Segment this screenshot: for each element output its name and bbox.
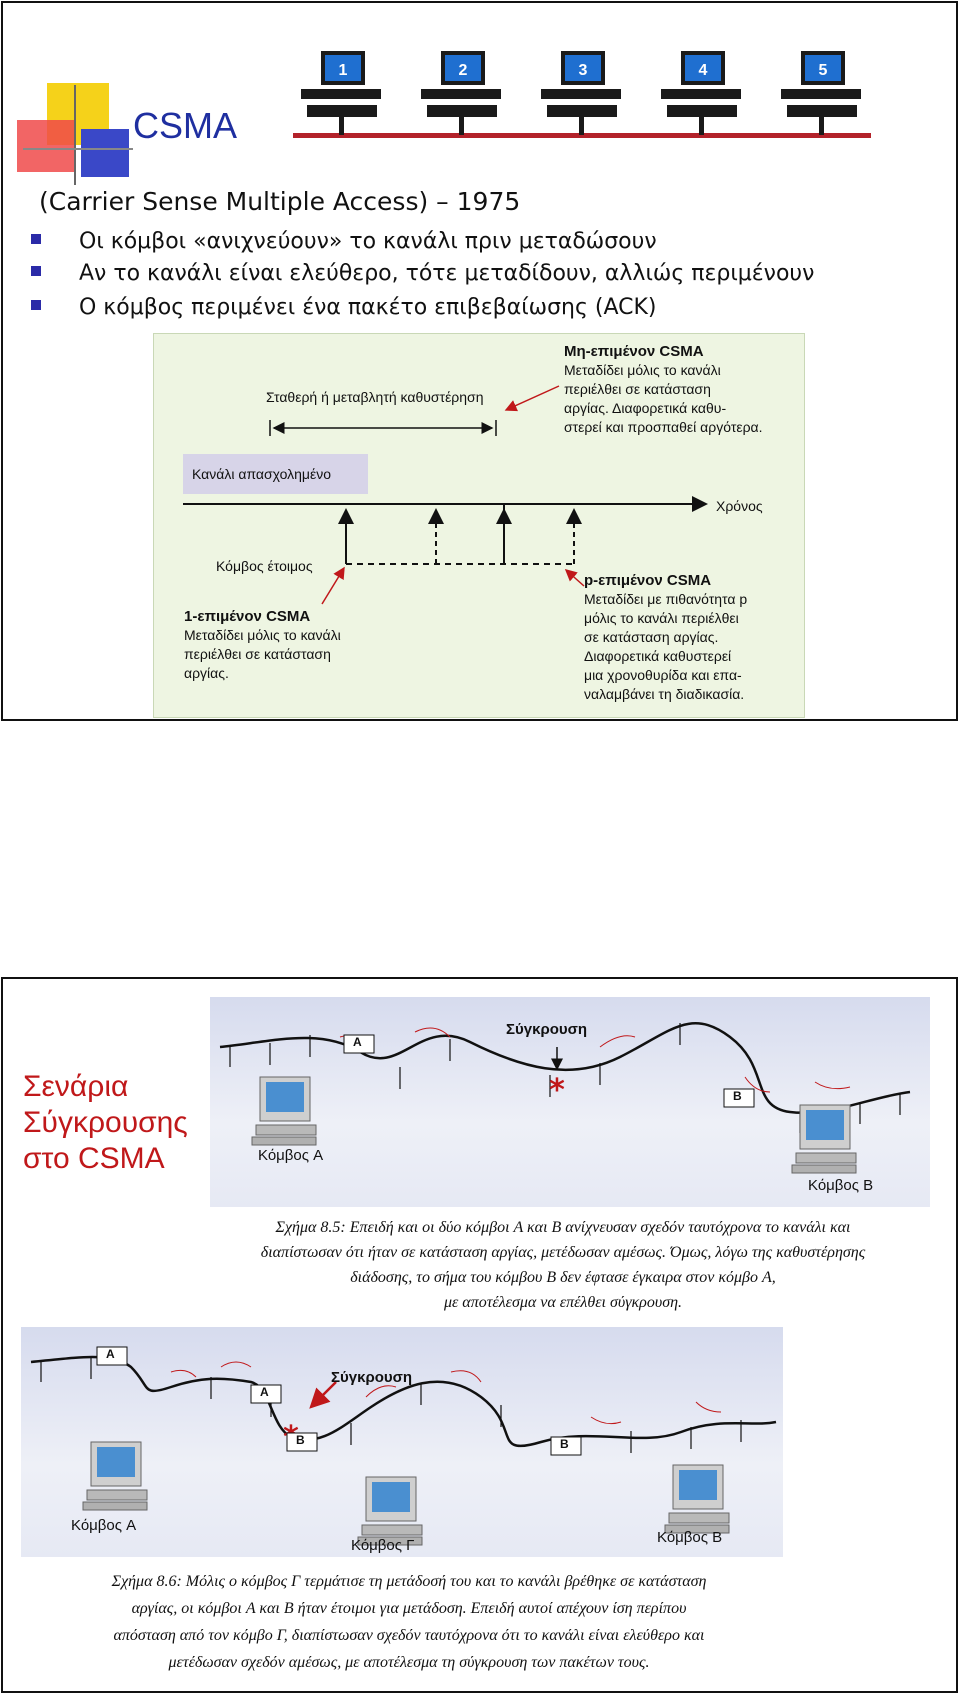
csma-diagram: Κανάλι απασχολημένο Σταθερή ή μεταβλητή … (153, 333, 805, 718)
caption-line: με αποτέλεσμα να επέλθει σύγκρουση. (443, 1294, 683, 1311)
bullet-square-icon (31, 234, 41, 244)
delay-label: Σταθερή ή μεταβλητή καθυστέρηση (266, 389, 484, 405)
figure-8-5-caption: Σχήμα 8.5: Επειδή και οι δύο κόμβοι A κα… (187, 1215, 939, 1319)
ppersistent-line-4: Διαφορετικά καθυστερεί (584, 648, 732, 664)
ppersistent-line-6: ναλαμβάνει τη διαδικασία. (584, 686, 745, 702)
computer-icon (357, 1476, 423, 1546)
computer-label-2: 2 (459, 62, 468, 79)
ppersistent-arrow (564, 569, 585, 587)
computer-4: 4 (661, 51, 741, 135)
node-b-label: Κόμβος B (657, 1529, 723, 1546)
figure-8-6-caption: Σχήμα 8.6: Μόλις ο κόμβος Γ τερμάτισε τη… (9, 1569, 809, 1681)
scenario-line-3: στο CSMA (23, 1142, 165, 1175)
packet-a1-label: A (106, 1347, 115, 1361)
caption-line: Σχήμα 8.5: Επειδή και οι δύο κόμβοι A κα… (275, 1219, 851, 1236)
scenario-line-2: Σύγκρουσης (23, 1106, 188, 1139)
computer-label-5: 5 (819, 62, 828, 79)
bullet-text: Αν το κανάλι είναι ελεύθερο, τότε μεταδί… (79, 261, 815, 286)
computer-2: 2 (421, 51, 501, 135)
caption-line: Σχήμα 8.6: Μόλις ο κόμβος Γ τερμάτισε τη… (111, 1573, 707, 1590)
packet-a2-label: A (260, 1385, 269, 1399)
onepersistent-line-1: Μεταδίδει μόλις το κανάλι (184, 627, 341, 643)
packet-b-label: B (733, 1089, 742, 1103)
ppersistent-line-5: μια χρονοθυρίδα και επα- (584, 667, 742, 683)
ppersistent-title: p-επιμένον CSMA (584, 572, 712, 589)
computer-icon (664, 1464, 730, 1534)
computer-label-1: 1 (339, 62, 348, 79)
nonpersistent-line-2: περιέλθει σε κατάσταση (564, 381, 711, 397)
nonpersistent-line-1: Μεταδίδει μόλις το κανάλι (564, 362, 721, 378)
packet-b1-label: B (296, 1433, 305, 1447)
onepersistent-title: 1-επιμένον CSMA (184, 608, 311, 625)
caption-line: μετέδωσαν σχεδόν αμέσως, με αποτέλεσμα τ… (168, 1654, 650, 1671)
computer-5: 5 (781, 51, 861, 135)
nonpersistent-line-3: αργίας. Διαφορετικά καθυ- (564, 400, 727, 416)
bullet-square-icon (31, 300, 41, 310)
busy-channel-box (183, 454, 368, 494)
caption-line: αργίας, οι κόμβοι A και B ήταν έτοιμοι γ… (131, 1600, 687, 1617)
decor-blue-square (81, 129, 129, 177)
figure-8-5-graphic: * (219, 1022, 911, 1174)
computer-3: 3 (541, 51, 621, 135)
decor-red-square (17, 120, 75, 172)
computer-label-3: 3 (579, 62, 588, 79)
page-title: CSMA (133, 105, 238, 146)
bullet-text: Οι κόμβοι «ανιχνεύουν» το κανάλι πριν με… (79, 229, 657, 254)
node-b-label: Κόμβος B (808, 1177, 874, 1194)
collision-star-icon: * (549, 1073, 565, 1108)
bullet-square-icon (31, 266, 41, 276)
ppersistent-line-1: Μεταδίδει με πιθανότητα p (584, 591, 748, 607)
decor-hline (23, 148, 133, 150)
slide-csma: CSMA 1 2 3 (1, 1, 958, 721)
subtitle: (Carrier Sense Multiple Access) – 1975 (39, 187, 521, 216)
packet-b2-label: B (560, 1437, 569, 1451)
node-g-label: Κόμβος Γ (351, 1537, 415, 1554)
time-label: Χρόνος (716, 498, 763, 514)
bullet-text: Ο κόμβος περιμένει ένα πακέτο επιβεβαίωσ… (79, 295, 657, 320)
caption-line: διαπίστωσαν ότι ήταν σε κατάσταση αργίας… (260, 1244, 866, 1261)
scenario-heading: Σενάρια Σύγκρουσης στο CSMA (23, 1069, 188, 1177)
timing-graphics (183, 385, 708, 605)
nonpersistent-line-4: στερεί και προσπαθεί αργότερα. (564, 419, 763, 435)
caption-line: απόσταση από τον κόμβο Γ, διαπίστωσαν σχ… (113, 1627, 705, 1644)
decor-vline (74, 85, 76, 185)
onepersistent-line-2: περιέλθει σε κατάσταση (184, 646, 331, 662)
slide-collision-scenarios: Σενάρια Σύγκρουσης στο CSMA * (1, 977, 958, 1693)
computer-label-4: 4 (699, 62, 708, 79)
figure-8-6-panel: * Σύγκ (21, 1327, 783, 1557)
ppersistent-line-2: μόλις το κανάλι περιέλθει (584, 610, 739, 626)
node-ready-label: Κόμβος έτοιμος (216, 558, 313, 574)
onepersistent-arrow (321, 566, 345, 605)
ppersistent-line-3: σε κατάσταση αργίας. (584, 629, 719, 645)
computer-icon (791, 1104, 857, 1174)
bullet-item-1: Οι κόμβοι «ανιχνεύουν» το κανάλι πριν με… (31, 229, 657, 254)
collision-label: Σύγκρουση (331, 1369, 413, 1386)
busy-channel-label: Κανάλι απασχολημένο (192, 466, 332, 482)
computer-icon (251, 1076, 317, 1146)
figure-8-5-panel: * Σύγκρουση A B Κόμβος A Κόμβος B (210, 997, 930, 1207)
computer-icon (82, 1441, 148, 1511)
scenario-line-1: Σενάρια (23, 1070, 129, 1103)
node-a-label: Κόμβος A (258, 1147, 324, 1164)
computer-1: 1 (301, 51, 381, 135)
collision-label: Σύγκρουση (506, 1021, 588, 1038)
packet-a-label: A (353, 1035, 362, 1049)
bullet-item-2: Αν το κανάλι είναι ελεύθερο, τότε μεταδί… (31, 261, 814, 286)
node-a-label: Κόμβος A (71, 1517, 137, 1534)
figure-8-6-graphic: * (30, 1346, 777, 1546)
bullet-item-3: Ο κόμβος περιμένει ένα πακέτο επιβεβαίωσ… (31, 295, 657, 320)
onepersistent-line-3: αργίας. (184, 665, 229, 681)
nonpersistent-arrow (504, 385, 560, 412)
nonpersistent-title: Μη-επιμένον CSMA (564, 343, 704, 360)
caption-line: διάδοσης, το σήμα του κόμβου B δεν έφτασ… (350, 1269, 776, 1286)
network-illustration: 1 2 3 4 (293, 51, 871, 138)
